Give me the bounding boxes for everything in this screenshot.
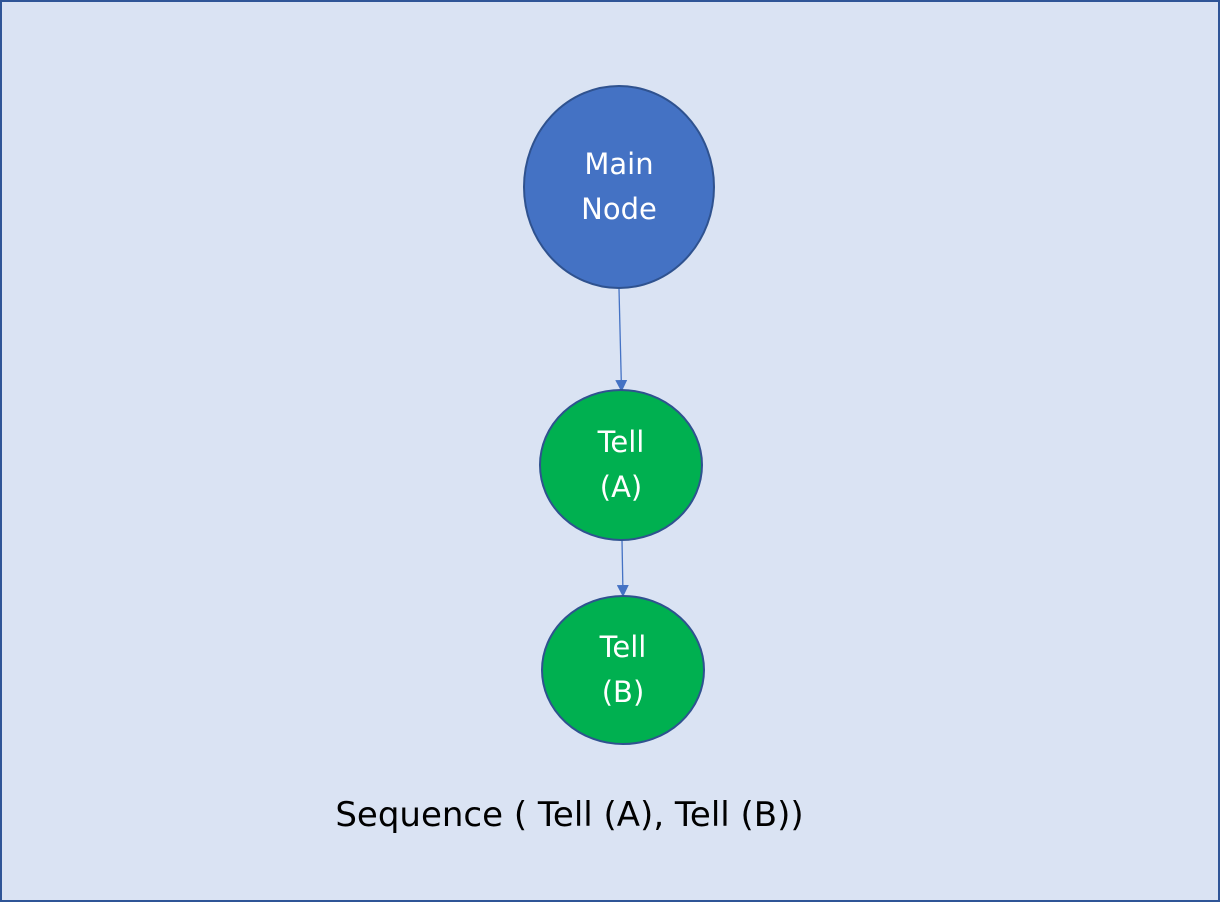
edge-tell-a-to-tell-b xyxy=(616,539,629,597)
tell-a-node[interactable] xyxy=(539,389,703,541)
diagram-caption: Sequence ( Tell (A), Tell (B)) xyxy=(335,795,804,835)
tell-b-node[interactable] xyxy=(541,595,705,745)
main-node[interactable] xyxy=(523,85,715,289)
edge-main-to-tell-a xyxy=(615,288,628,392)
